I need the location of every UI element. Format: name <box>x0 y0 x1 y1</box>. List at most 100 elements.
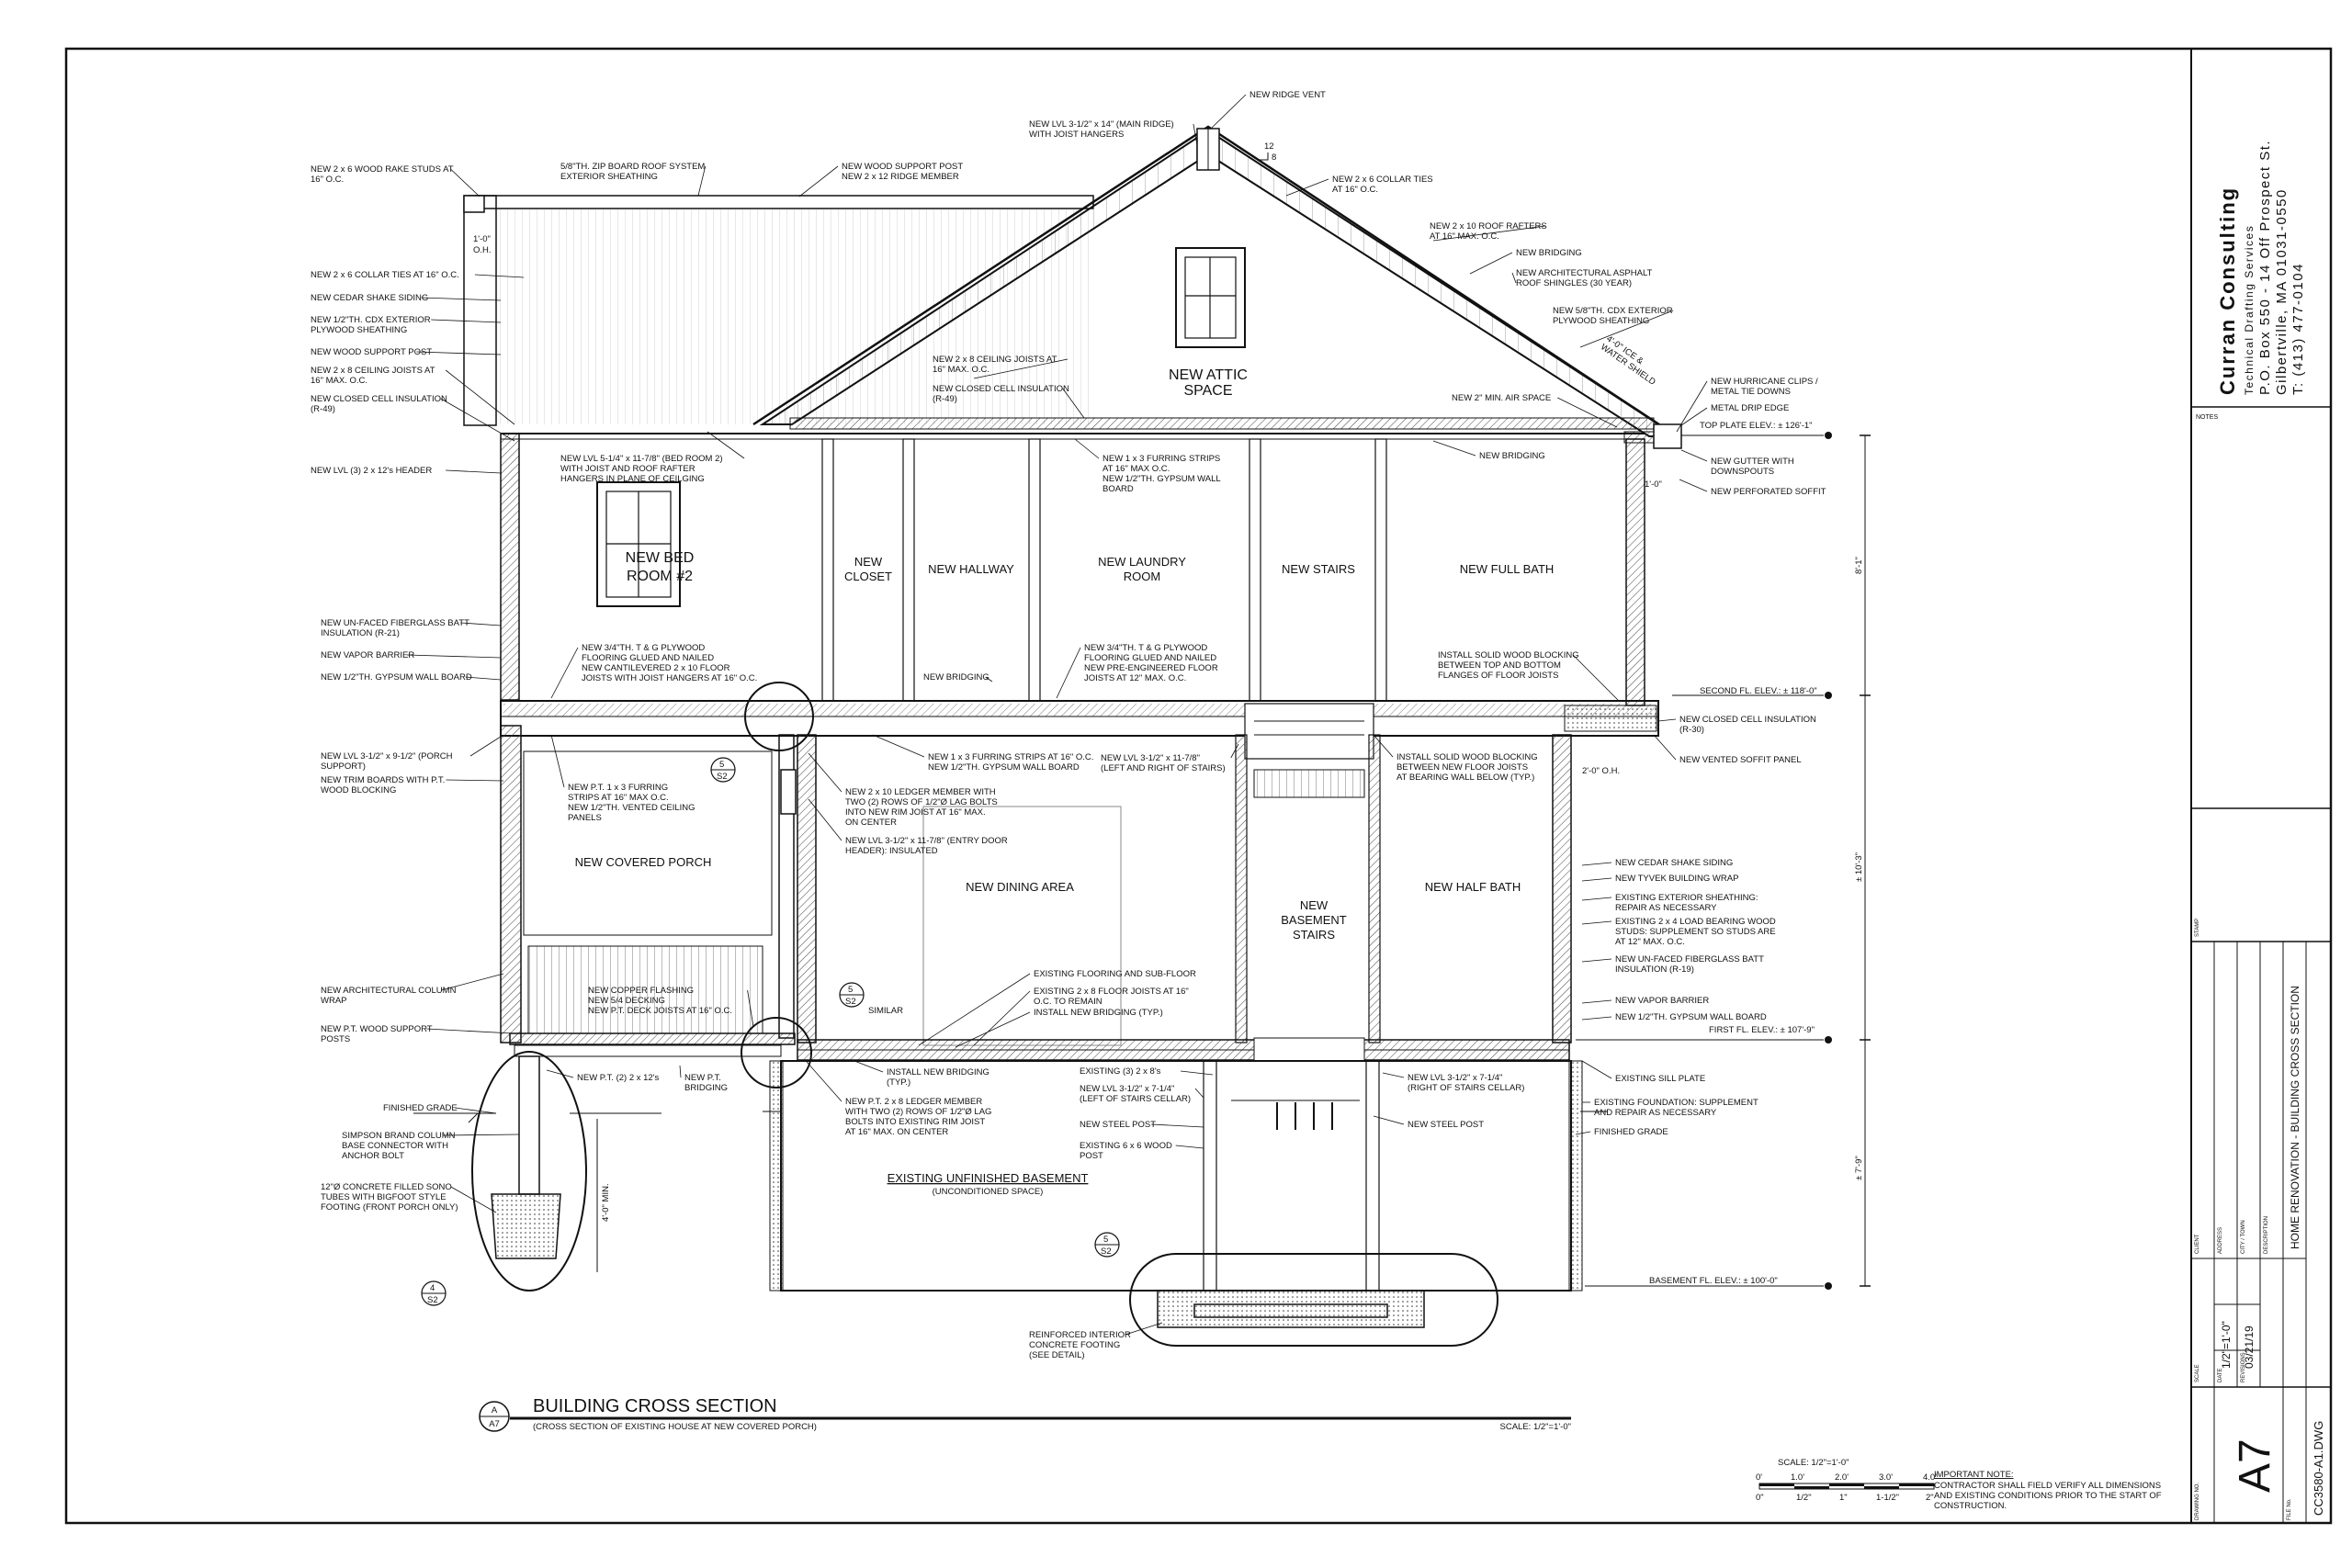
annotation-left-12: NEW TRIM BOARDS WITH P.T.WOOD BLOCKING <box>321 775 445 795</box>
date-value: 03/21/19 <box>2243 1325 2256 1369</box>
annotation-left-1: NEW 2 x 6 COLLAR TIES AT 16" O.C. <box>311 270 459 280</box>
leader-left-0 <box>450 168 481 197</box>
leader-inner-18 <box>854 1060 884 1073</box>
dim-oh1b: O.H. <box>473 245 492 255</box>
room-laundry-1: NEW LAUNDRY <box>1098 555 1186 569</box>
leader-top-3 <box>1210 94 1247 130</box>
leader-inner-14 <box>955 1011 1031 1048</box>
leader-top-7 <box>1511 272 1517 284</box>
annotation-left-7: NEW LVL (3) 2 x 12's HEADER <box>311 466 432 476</box>
leader-inner-13 <box>973 990 1031 1046</box>
leader-left-4 <box>416 351 502 355</box>
annotation-top-3: NEW RIDGE VENT <box>1250 90 1326 100</box>
elev-top-plate: TOP PLATE ELEV.: ± 126'-1" <box>1700 421 1813 431</box>
room-bstairs-3: STAIRS <box>1293 928 1335 942</box>
svg-text:S2: S2 <box>717 772 728 782</box>
leader-top-1 <box>798 165 839 197</box>
description-value: HOME RENOVATION - BUILDING CROSS SECTION <box>2289 986 2301 1249</box>
leader-right-2 <box>1680 449 1708 462</box>
room-bstairs-1: NEW <box>1300 898 1329 912</box>
leader-inner-17 <box>679 1065 682 1078</box>
room-stairs: NEW STAIRS <box>1282 562 1355 576</box>
sheet-border <box>64 47 2333 1525</box>
elev-basement: BASEMENT FL. ELEV.: ± 100'-0" <box>1649 1276 1778 1286</box>
annotation-right-16: FINISHED GRADE <box>1594 1127 1668 1137</box>
leader-inner-12 <box>918 973 1031 1046</box>
company-address1: P.O. Box 550 - 14 Off Prospect St. <box>2257 140 2273 395</box>
leader-right-4 <box>1432 440 1476 457</box>
annotation-top-11: NEW 2" MIN. AIR SPACE <box>1452 393 1551 403</box>
leader-right-13 <box>1581 1016 1612 1021</box>
leader-left-7 <box>446 469 502 474</box>
leader-top-11 <box>1557 397 1618 428</box>
room-closet-2: CLOSET <box>844 570 892 583</box>
annotation-inner-20: EXISTING (3) 2 x 8's <box>1080 1066 1161 1077</box>
first-floor <box>780 734 1572 1062</box>
important-note: IMPORTANT NOTE: CONTRACTOR SHALL FIELD V… <box>1934 1470 2162 1511</box>
drawing-scale-right: SCALE: 1/2"=1'-0" <box>1500 1422 1571 1432</box>
annotation-top-6: NEW BRIDGING <box>1516 248 1582 258</box>
drawing-no-label: DRAWING NO. <box>2195 1483 2200 1520</box>
detail-bubble[interactable]: 4 S2 <box>421 1280 447 1306</box>
leader-left-8 <box>460 622 502 626</box>
annotation-inner-12: EXISTING FLOORING AND SUB-FLOOR <box>1034 969 1196 979</box>
annotation-inner-17: NEW P.T.BRIDGING <box>684 1073 728 1093</box>
annotation-right-14: EXISTING SILL PLATE <box>1615 1074 1705 1084</box>
drawing-number: A7 <box>2231 1438 2279 1493</box>
annotation-inner-18: INSTALL NEW BRIDGING(TYP.) <box>887 1067 989 1088</box>
annotation-inner-25: NEW STEEL POST <box>1408 1120 1484 1130</box>
leader-left-1 <box>474 274 525 278</box>
leader-left-12 <box>446 779 504 782</box>
svg-text:AND EXISTING CONDITIONS PRIOR: AND EXISTING CONDITIONS PRIOR TO THE STA… <box>1934 1491 2162 1501</box>
room-hallway: NEW HALLWAY <box>928 562 1014 576</box>
annotation-inner-3: NEW BRIDGING <box>923 672 989 682</box>
annotation-right-9: EXISTING EXTERIOR SHEATHING:REPAIR AS NE… <box>1615 893 1758 913</box>
detail-bubble[interactable]: 5 S2 <box>710 757 736 783</box>
leader-inner-5 <box>1572 654 1620 702</box>
similar-label: SIMILAR <box>868 1006 903 1016</box>
svg-text:1": 1" <box>1839 1493 1848 1503</box>
annotation-right-4: NEW BRIDGING <box>1479 451 1545 461</box>
annotation-right-5: NEW CLOSED CELL INSULATION(R-30) <box>1679 715 1816 735</box>
room-basement-sub: (UNCONDITIONED SPACE) <box>933 1187 1044 1197</box>
leader-left-15 <box>455 1107 497 1114</box>
leader-top-10 <box>1062 388 1085 419</box>
detail-bubble[interactable]: 5 S2 <box>1094 1232 1120 1258</box>
leader-top-8 <box>1579 310 1674 348</box>
leader-inner-3 <box>985 676 993 682</box>
svg-text:1-1/2": 1-1/2" <box>1876 1493 1899 1503</box>
leader-inner-19 <box>806 1061 842 1102</box>
room-basement: EXISTING UNFINISHED BASEMENT <box>888 1171 1089 1185</box>
leader-inner-16 <box>546 1069 574 1078</box>
elev-first: FIRST FL. ELEV.: ± 107'-9" <box>1709 1025 1815 1035</box>
svg-text:5: 5 <box>719 760 724 770</box>
leader-inner-25 <box>1373 1115 1405 1125</box>
detail-bubble[interactable]: 5 S2 SIMILAR <box>839 982 903 1016</box>
annotation-inner-13: EXISTING 2 x 8 FLOOR JOISTS AT 16"O.C. T… <box>1034 987 1189 1007</box>
revisions-label: REVISIONS <box>2241 1352 2246 1382</box>
annotation-left-15: FINISHED GRADE <box>383 1103 458 1113</box>
second-floor <box>500 433 1659 760</box>
room-attic-2: SPACE <box>1183 383 1232 399</box>
leader-left-14 <box>426 1028 514 1034</box>
leader-lines <box>407 94 1708 1336</box>
leader-inner-1 <box>1074 438 1100 459</box>
annotation-top-2: NEW LVL 3-1/2" x 14" (MAIN RIDGE)WITH JO… <box>1029 119 1174 140</box>
scale-label: SCALE <box>2195 1364 2200 1382</box>
leader-inner-4 <box>1056 647 1081 699</box>
leader-top-5 <box>1432 225 1545 242</box>
leader-inner-11 <box>808 798 842 841</box>
svg-text:0": 0" <box>1756 1493 1764 1503</box>
svg-text:2.0': 2.0' <box>1835 1472 1849 1483</box>
leader-left-9 <box>407 654 502 659</box>
